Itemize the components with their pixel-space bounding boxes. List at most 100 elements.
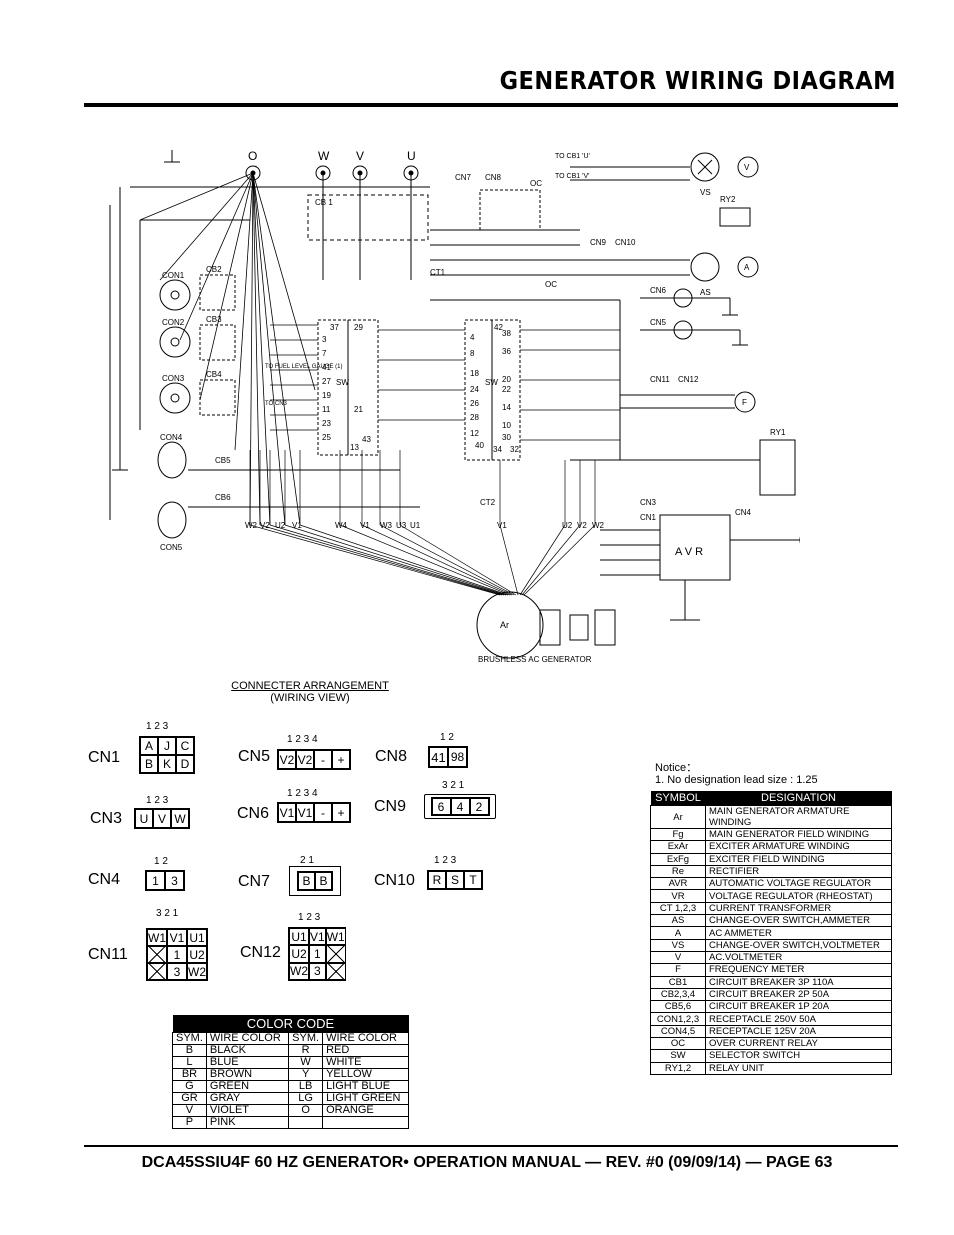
cn6-cell: + [332, 803, 350, 822]
svg-text:12: 12 [470, 429, 479, 438]
svg-text:W4: W4 [335, 521, 348, 530]
cn6-cell: V1 [296, 803, 314, 822]
svg-text:VS: VS [700, 188, 711, 197]
cn10-cell: S [446, 871, 464, 889]
svg-text:26: 26 [470, 399, 479, 408]
svg-text:22: 22 [502, 385, 511, 394]
cn9-pins: 3 2 1 [442, 780, 465, 791]
svg-text:32: 32 [510, 445, 519, 454]
svg-text:24: 24 [470, 385, 479, 394]
legend-header-designation: DESIGNATION [705, 791, 892, 806]
svg-text:CON1: CON1 [162, 271, 185, 280]
connector-subtitle: (WIRING VIEW) [270, 692, 350, 704]
cn9-connector: 6 4 2 [424, 794, 496, 819]
avr: A V R [659, 514, 731, 581]
cn11-cell: U1 [187, 929, 207, 946]
cn1-cell: C [176, 737, 194, 755]
relay-ry2: RY2 [719, 195, 751, 227]
cn1-cell: D [176, 755, 194, 773]
sw-right-numbers: 42 38 36 4 8 18 20 22 24 26 28 12 14 10 … [470, 323, 519, 454]
svg-text:40: 40 [475, 441, 484, 450]
cn12-cell: W1 [325, 928, 346, 946]
cn1-cell: J [158, 737, 176, 755]
footer-rule [84, 1145, 898, 1147]
page-title: GENERATOR WIRING DIAGRAM [499, 66, 896, 95]
cn6-cell: - [314, 803, 332, 822]
cn10-label: CN10 [615, 238, 636, 247]
con4: CON4 [157, 433, 187, 479]
cn4-cell: 1 [146, 871, 165, 890]
cn5-cell: V2 [296, 750, 314, 769]
svg-text:SW: SW [485, 378, 498, 387]
cn5-cell: - [314, 750, 332, 769]
svg-text:V2: V2 [260, 521, 270, 530]
cn9-label: CN9 [374, 798, 407, 815]
cn7-pins: 2 1 [300, 855, 314, 866]
cn6-pins: 1 2 3 4 [287, 788, 318, 799]
cn1-cell: B [140, 755, 158, 773]
svg-text:38: 38 [502, 329, 511, 338]
svg-text:13: 13 [350, 443, 359, 452]
cn12-label: CN12 [678, 375, 699, 384]
svg-text:CB2: CB2 [206, 265, 222, 274]
cn10-pins: 1 2 3 [434, 855, 457, 866]
voltmeter: V [737, 156, 759, 178]
color-code-table: COLOR CODE SYM.WIRE COLOR SYM.WIRE COLOR… [172, 1015, 409, 1129]
svg-text:U2: U2 [275, 521, 286, 530]
cn11-label: CN11 [88, 946, 128, 963]
svg-text:CON5: CON5 [160, 543, 183, 552]
cn8-connector: 41 98 [428, 746, 468, 768]
to-cb1-u-label: TO CB1 'U' [555, 153, 590, 160]
svg-text:Ar: Ar [500, 620, 509, 630]
svg-text:36: 36 [502, 347, 511, 356]
svg-text:27: 27 [322, 377, 331, 386]
cn12-empty-cell [325, 945, 346, 963]
svg-text:AS: AS [700, 288, 711, 297]
ammeter-switch: AS [690, 252, 720, 297]
svg-text:42: 42 [494, 323, 503, 332]
cn6-label: CN6 [237, 805, 270, 822]
svg-text:21: 21 [354, 405, 363, 414]
cn1-label: CN1 [640, 513, 657, 522]
svg-text:W2: W2 [245, 521, 258, 530]
cn6-label: CN6 [650, 286, 667, 295]
cn7-cell: B [298, 872, 315, 890]
ct2-label: CT2 [480, 498, 496, 507]
cn9-cell: 6 [431, 798, 451, 815]
svg-text:BRUSHLESS AC GENERATOR: BRUSHLESS AC GENERATOR [478, 655, 592, 664]
cn4-pins: 1 2 [154, 856, 168, 867]
cn4-label: CN4 [735, 508, 752, 517]
cn11-connector: W1 V1 U1 1 U2 3 W2 [146, 928, 208, 981]
cn12-cell: 3 [309, 962, 326, 980]
svg-text:W3: W3 [380, 521, 393, 530]
cn7-label: CN7 [455, 173, 472, 182]
sw-left-numbers: 37 29 3 7 41 27 19 21 11 23 25 13 43 [322, 323, 371, 452]
svg-text:A V R: A V R [675, 546, 703, 558]
cn8-pins: 1 2 [440, 732, 454, 743]
terminal-u-label: U [407, 149, 416, 163]
cn5-cell: + [332, 750, 350, 769]
cn5-label: CN5 [650, 318, 667, 327]
cn11-pins: 3 2 1 [156, 908, 179, 919]
cn12-label: CN12 [240, 944, 281, 961]
table-row: SYM.WIRE COLOR SYM.WIRE COLOR [172, 1032, 409, 1045]
cn3-label: CN3 [640, 498, 657, 507]
svg-text:CON2: CON2 [162, 318, 185, 327]
svg-text:11: 11 [322, 405, 331, 414]
cn3-cell: V [153, 809, 171, 828]
brushless-generator: Ar BRUSHLESS AC GENERATOR [476, 591, 616, 664]
